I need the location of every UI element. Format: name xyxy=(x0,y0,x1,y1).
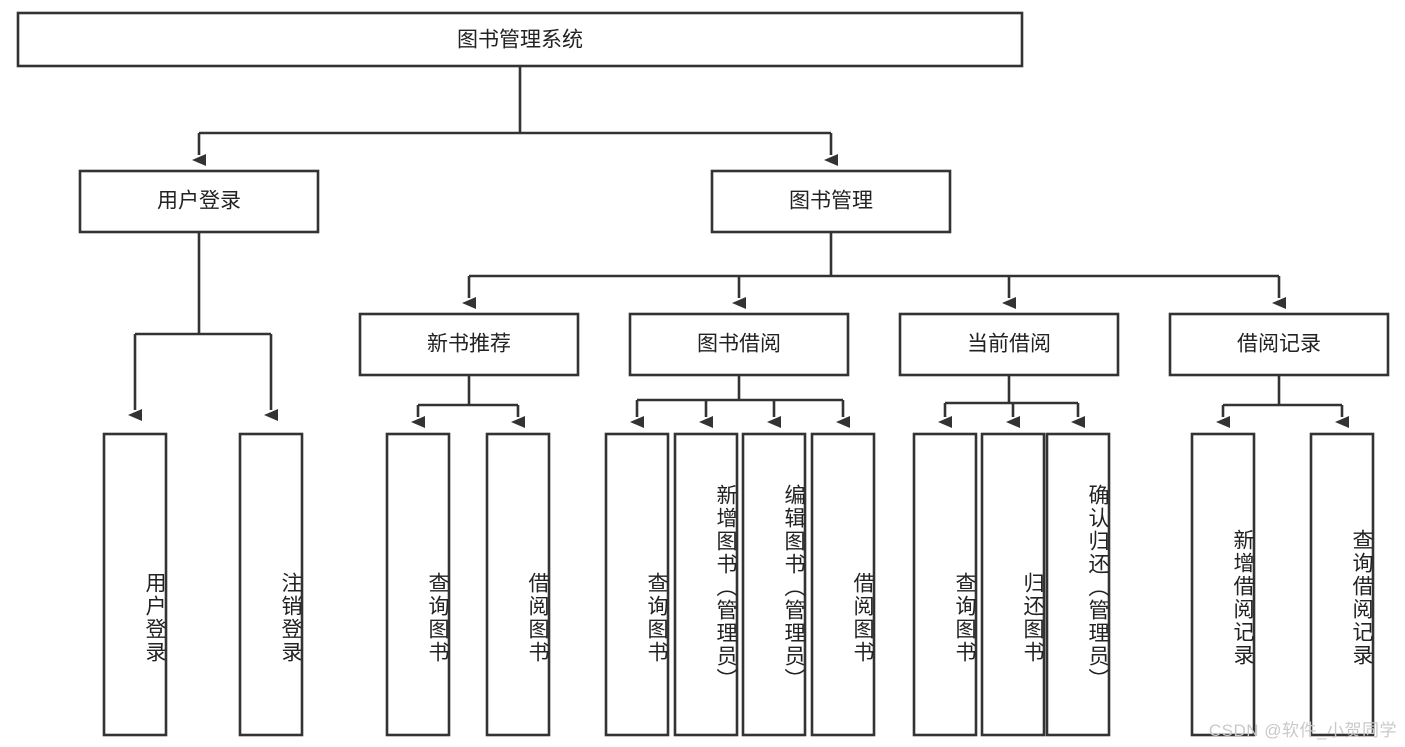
node-borrow-records-label: 借阅记录 xyxy=(1237,333,1321,356)
node-book-borrow[interactable]: 图书借阅 xyxy=(628,312,850,377)
node-book-manage[interactable]: 图书管理 xyxy=(710,169,952,234)
connectors-current-borrow-to-leaves xyxy=(938,375,1085,428)
leaf-box-bb-3[interactable] xyxy=(741,432,807,737)
leaf-box-bb-4[interactable] xyxy=(810,432,876,737)
leaf-boxes-book-borrow xyxy=(604,432,876,737)
node-current-borrow-box[interactable] xyxy=(898,312,1120,377)
node-root[interactable]: 图书管理系统 xyxy=(16,11,1024,68)
leaf-box-br-1[interactable] xyxy=(1190,432,1256,737)
leaf-boxes-user-login xyxy=(102,432,304,737)
node-new-book-recommend-label: 新书推荐 xyxy=(427,333,511,356)
leaf-box-bb-1[interactable] xyxy=(604,432,670,737)
leaf-boxes-current-borrow xyxy=(912,432,1111,737)
leaf-box-cb-1[interactable] xyxy=(912,432,978,737)
leaf-box-nbr-2[interactable] xyxy=(485,432,551,737)
node-borrow-records[interactable]: 借阅记录 xyxy=(1168,312,1390,377)
leaf-box-nbr-1[interactable] xyxy=(385,432,451,737)
node-user-login-box[interactable] xyxy=(78,169,320,234)
leaf-box-user-login-1[interactable] xyxy=(102,432,168,737)
connectors-new-book-recommend-to-leaves xyxy=(411,375,525,428)
leaf-box-cb-2[interactable] xyxy=(980,432,1046,737)
node-user-login[interactable]: 用户登录 xyxy=(78,169,320,234)
leaf-box-cb-3[interactable] xyxy=(1045,432,1111,737)
connectors-borrow-records-to-leaves xyxy=(1216,375,1349,428)
node-root-label: 图书管理系统 xyxy=(457,29,583,52)
watermark-text: CSDN @软件_小贺同学 xyxy=(1208,721,1397,740)
leaf-box-user-login-2[interactable] xyxy=(238,432,304,737)
connectors-book-borrow-to-leaves xyxy=(630,375,850,428)
node-book-manage-label: 图书管理 xyxy=(789,190,873,213)
node-book-borrow-box[interactable] xyxy=(628,312,850,377)
leaf-box-bb-2[interactable] xyxy=(673,432,739,737)
connectors-user-login-to-leaves xyxy=(128,232,278,421)
node-borrow-records-box[interactable] xyxy=(1168,312,1390,377)
node-user-login-label: 用户登录 xyxy=(157,190,241,213)
node-new-book-recommend[interactable]: 新书推荐 xyxy=(358,312,580,377)
node-book-borrow-label: 图书借阅 xyxy=(697,333,781,356)
leaf-boxes-new-book-recommend xyxy=(385,432,551,737)
node-root-box[interactable] xyxy=(16,11,1024,68)
node-book-manage-box[interactable] xyxy=(710,169,952,234)
node-current-borrow[interactable]: 当前借阅 xyxy=(898,312,1120,377)
connectors-book-manage-to-level3 xyxy=(462,232,1286,309)
leaf-boxes-borrow-records xyxy=(1190,432,1375,737)
node-current-borrow-label: 当前借阅 xyxy=(967,333,1051,356)
connectors-root-to-level2 xyxy=(192,66,838,166)
leaf-box-br-2[interactable] xyxy=(1309,432,1375,737)
node-new-book-recommend-box[interactable] xyxy=(358,312,580,377)
